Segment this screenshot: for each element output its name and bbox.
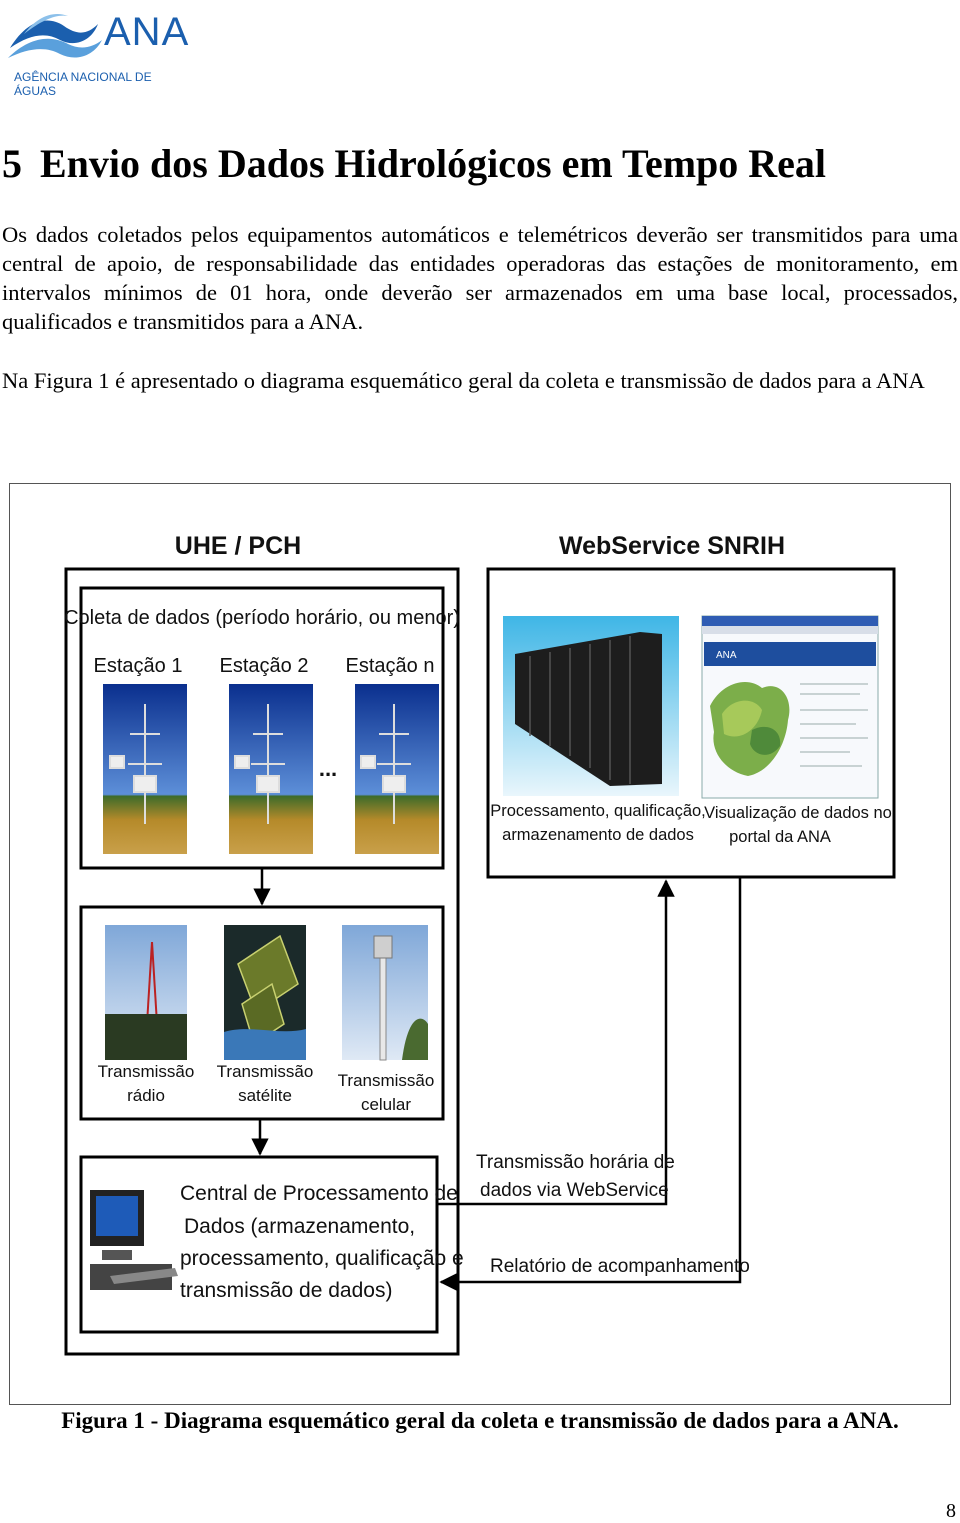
section-heading: 5 Envio dos Dados Hidrológicos em Tempo R… xyxy=(2,140,826,187)
central-line-3: processamento, qualificação e xyxy=(180,1247,464,1270)
figure-caption: Figura 1 - Diagrama esquemático geral da… xyxy=(61,1408,899,1433)
logo-subtitle: AGÊNCIA NACIONAL DE ÁGUAS xyxy=(14,70,152,98)
paragraph-2: Na Figura 1 é apresentado o diagrama esq… xyxy=(2,368,925,393)
ana-logo: ANA AGÊNCIA NACIONAL DE ÁGUAS xyxy=(6,4,196,98)
central-line-1: Central de Processamento de xyxy=(180,1182,458,1205)
cell-tower-icon xyxy=(373,935,428,1061)
radio-label-line1: Transmissão xyxy=(98,1062,195,1081)
satellite-transmission: Transmissão satélite xyxy=(217,925,314,1105)
satellite-icon xyxy=(224,934,306,1060)
right-group-title: WebService SNRIH xyxy=(559,532,785,560)
collection-title: Coleta de dados (período horário, ou men… xyxy=(64,607,460,629)
cellular-transmission: Transmissão celular xyxy=(338,925,435,1114)
uhe-pch-box xyxy=(64,567,460,1356)
central-line-2: Dados (armazenamento, xyxy=(184,1215,415,1238)
central-line-4: transmissão de dados) xyxy=(180,1279,392,1302)
section-title: Envio dos Dados Hidrológicos em Tempo Re… xyxy=(40,141,827,186)
satellite-label-line2: satélite xyxy=(238,1086,292,1105)
processing-line-1: Processamento, qualificação, xyxy=(490,802,706,820)
left-group-title: UHE / PCH xyxy=(175,532,301,560)
logo-name: ANA xyxy=(104,10,190,54)
portal-line-2: portal da ANA xyxy=(729,828,831,846)
page-number: 8 xyxy=(946,1500,956,1522)
weather-station-icon xyxy=(109,704,162,824)
server-rack-image xyxy=(503,616,679,796)
weather-station-icon xyxy=(234,704,285,824)
paragraph-1: Os dados coletados pelos equipamentos au… xyxy=(2,222,958,334)
station-label: Estação n xyxy=(346,655,435,677)
webservice-link-line-1: Transmissão horária de xyxy=(476,1152,675,1173)
desktop-computer-icon xyxy=(90,1190,178,1290)
portal-logo: ANA xyxy=(716,650,737,661)
webservice-link-line-2: dados via WebService xyxy=(480,1180,669,1201)
processing-line-2: armazenamento de dados xyxy=(502,826,694,844)
station-label: Estação 1 xyxy=(94,655,183,677)
station-n: Estação n xyxy=(346,655,439,854)
cellular-label-line2: celular xyxy=(361,1095,411,1114)
webservice-link-arrow xyxy=(437,879,675,1206)
portal-line-1: Visualização de dados no xyxy=(704,804,892,822)
radio-label-line2: rádio xyxy=(127,1086,165,1105)
radio-tower-icon xyxy=(105,941,187,1060)
schematic-diagram: UHE / PCH WebService SNRIH Coleta de dad… xyxy=(9,483,951,1405)
report-link-label: Relatório de acompanhamento xyxy=(490,1256,750,1277)
wave-logo-icon xyxy=(8,14,102,58)
radio-transmission: Transmissão rádio xyxy=(98,925,195,1105)
weather-station-icon xyxy=(360,704,411,824)
webservice-box xyxy=(486,567,896,879)
cellular-label-line1: Transmissão xyxy=(338,1071,435,1090)
portal-screenshot-image: ANA xyxy=(701,615,879,799)
stations-ellipsis: ... xyxy=(319,756,337,781)
section-number: 5 xyxy=(2,141,22,186)
station-label: Estação 2 xyxy=(220,655,309,677)
station-2: Estação 2 xyxy=(220,655,313,854)
transmission-box xyxy=(79,905,445,1121)
satellite-label-line1: Transmissão xyxy=(217,1062,314,1081)
report-link-arrow xyxy=(439,877,742,1291)
central-box xyxy=(79,1155,439,1334)
station-1: Estação 1 xyxy=(94,655,187,854)
